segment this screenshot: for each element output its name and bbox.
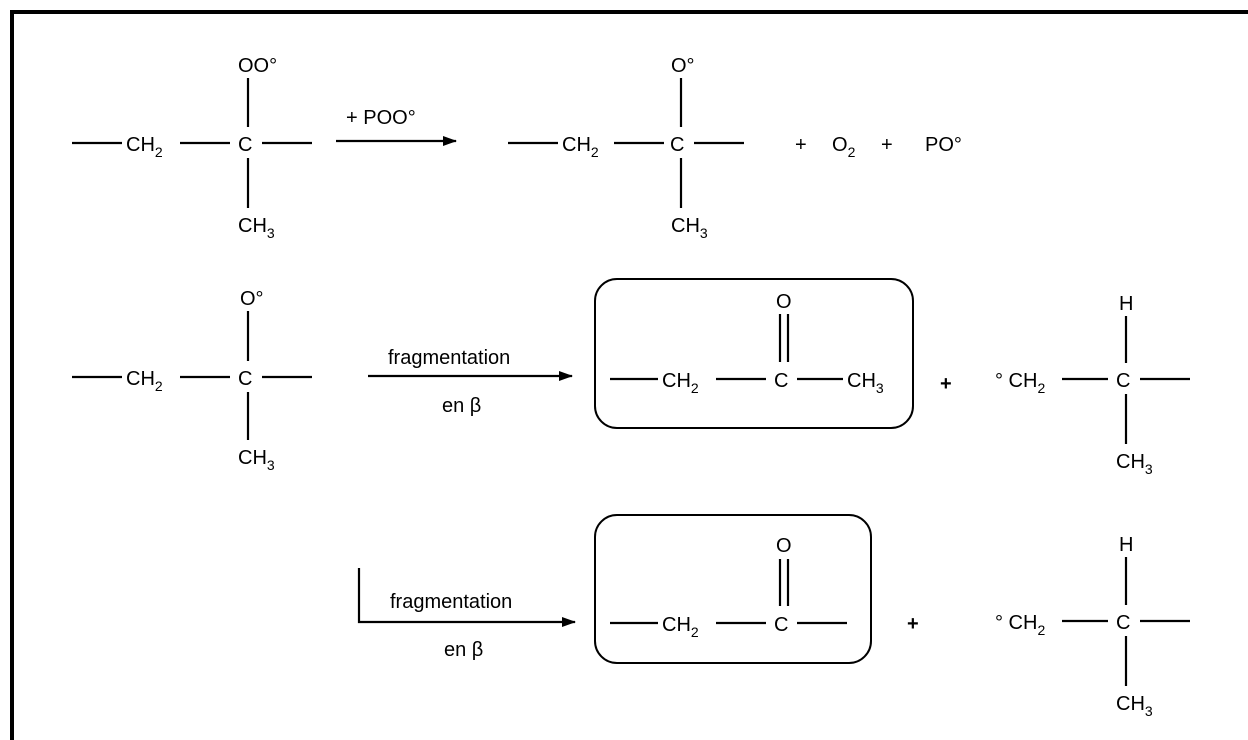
row2-radical: ° CH2 C H CH3 (995, 293, 1190, 477)
carbonyl-oxygen-label: O (776, 291, 792, 313)
row1-reactant: CH2 C OO° CH3 (72, 55, 312, 241)
alkoxy-group-label: O° (240, 288, 264, 310)
methyl-group-label: CH3 (238, 447, 275, 473)
carbonyl-carbon-label: C (774, 370, 788, 392)
row2-ketone-box: CH2 C CH3 O (594, 278, 914, 429)
plus-sign: + (795, 134, 807, 156)
chain-ch2-label: CH2 (662, 614, 699, 640)
po-radical-label: PO° (925, 134, 962, 156)
carbonyl-oxygen-label: O (776, 535, 792, 557)
central-carbon-label: C (238, 134, 252, 156)
oxygen-label: O2 (832, 134, 856, 160)
methyl-group-label: CH3 (671, 215, 708, 241)
methyl-group-label: CH3 (1116, 451, 1153, 477)
row3-arrow: fragmentation en β (357, 568, 576, 661)
arrow-label-fragmentation: fragmentation (388, 347, 510, 369)
ketone-highlight-box (594, 278, 914, 429)
branch-reaction-arrow (357, 568, 576, 627)
carbonyl-carbon-label: C (774, 614, 788, 636)
alkoxy-group-label: O° (671, 55, 695, 77)
row1-byproducts: + O2 + PO° (795, 134, 962, 160)
ketone-highlight-box (594, 514, 872, 664)
radical-ch2-label: ° CH2 (995, 612, 1045, 638)
row1-arrow: + POO° (336, 107, 457, 146)
hydrogen-label: H (1119, 293, 1133, 315)
row2-reactant: CH2 C O° CH3 (72, 288, 312, 473)
plus-sign: + (881, 134, 893, 156)
chain-ch2-label: CH2 (662, 370, 699, 396)
central-carbon-label: C (1116, 370, 1130, 392)
arrow-label-beta: en β (444, 639, 483, 661)
central-carbon-label: C (1116, 612, 1130, 634)
row1-product: CH2 C O° CH3 (508, 55, 744, 241)
central-carbon-label: C (238, 368, 252, 390)
central-carbon-label: C (670, 134, 684, 156)
methyl-group-label: CH3 (238, 215, 275, 241)
methyl-group-label: CH3 (1116, 693, 1153, 719)
figure-frame (10, 10, 1248, 740)
row3-ketone-box: CH2 C O (594, 514, 872, 664)
row2-arrow: fragmentation en β (368, 347, 573, 417)
arrow-label-fragmentation: fragmentation (390, 591, 512, 613)
chain-ch2-label: CH2 (562, 134, 599, 160)
radical-ch2-label: ° CH2 (995, 370, 1045, 396)
arrow-label-beta: en β (442, 395, 481, 417)
methyl-group-label: CH3 (847, 370, 884, 396)
plus-sign: + (940, 373, 952, 395)
row3-radical: ° CH2 C H CH3 (995, 534, 1190, 719)
arrow-label-poo: + POO° (346, 107, 416, 129)
chain-ch2-label: CH2 (126, 134, 163, 160)
hydrogen-label: H (1119, 534, 1133, 556)
plus-sign: + (907, 613, 919, 635)
chain-ch2-label: CH2 (126, 368, 163, 394)
peroxy-group-label: OO° (238, 55, 277, 77)
